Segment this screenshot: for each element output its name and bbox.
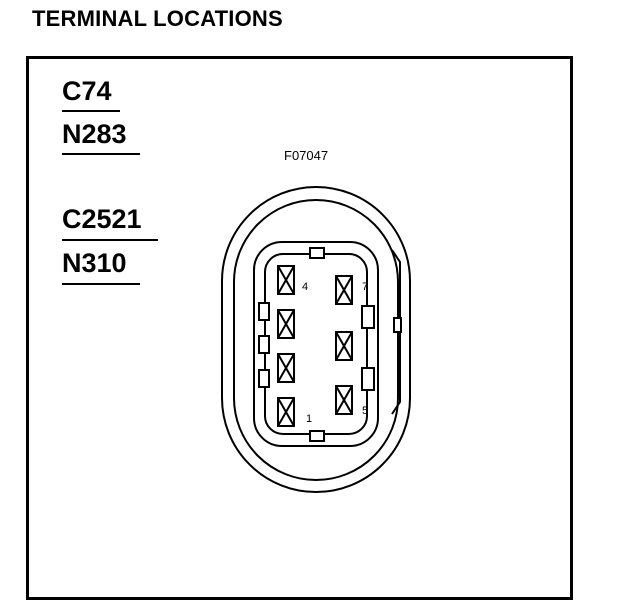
connector-lock-tab <box>393 317 402 333</box>
connector-code-2-underline <box>62 239 158 241</box>
pin-label-5: 5 <box>362 405 368 417</box>
figure-id: F07047 <box>284 148 329 163</box>
key-notch-right-1 <box>361 305 375 329</box>
terminal-1 <box>277 397 295 427</box>
connector-inner-shell <box>233 199 399 481</box>
terminal-6 <box>335 331 353 361</box>
terminal-4 <box>277 265 295 295</box>
terminal-5 <box>335 385 353 415</box>
key-notch-bottom <box>309 430 325 442</box>
pin-label-1: 1 <box>306 413 312 425</box>
page-title: TERMINAL LOCATIONS <box>32 6 283 31</box>
connector-code-1: C74 <box>62 76 112 106</box>
key-notch-left-3 <box>258 369 270 388</box>
terminal-7 <box>335 275 353 305</box>
connector-code-2: C2521 <box>62 204 142 234</box>
harness-code-2-underline <box>62 283 140 285</box>
pin-label-4: 4 <box>302 281 308 293</box>
terminal-3 <box>277 309 295 339</box>
harness-code-1: N283 <box>62 119 127 149</box>
harness-code-1-underline <box>62 153 140 155</box>
key-notch-top <box>309 247 325 259</box>
pin-label-7: 7 <box>362 281 368 293</box>
connector-pin-body <box>253 241 379 447</box>
terminal-2 <box>277 353 295 383</box>
key-notch-left-2 <box>258 335 270 354</box>
key-notch-left-1 <box>258 302 270 321</box>
connector-outer-shell <box>221 186 411 493</box>
key-notch-right-2 <box>361 367 375 391</box>
diagram-frame <box>26 56 573 600</box>
harness-code-2: N310 <box>62 248 127 278</box>
connector-code-1-underline <box>62 110 120 112</box>
